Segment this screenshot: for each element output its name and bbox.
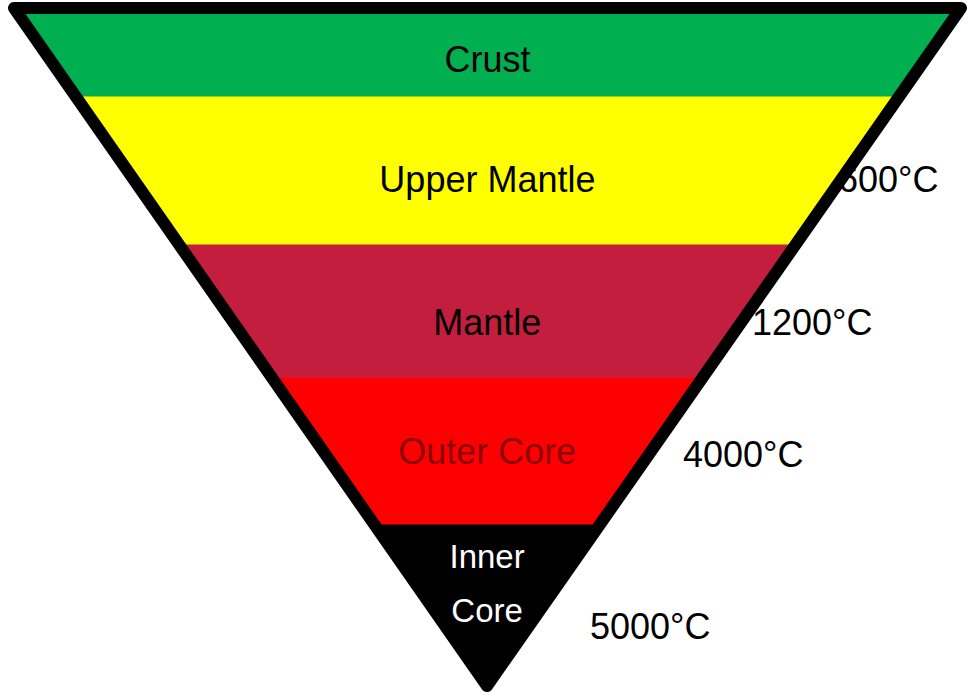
temperature-label: 1200°C: [752, 302, 872, 344]
outer-core-band: Outer Core: [272, 378, 702, 525]
inner-core-band: Inner Core: [375, 525, 600, 686]
label-holder: 600°C: [838, 0, 938, 201]
mantle-band: Mantle: [179, 245, 795, 378]
layer-name: Crust: [34, 39, 941, 81]
label-holder: 4000°C: [683, 0, 803, 476]
layer-name: Mantle: [199, 302, 775, 344]
layer-name: Outer Core: [292, 431, 682, 473]
upper-mantle-band: Upper Mantle: [76, 97, 899, 245]
temperature-label: 5000°C: [590, 606, 710, 648]
temperature-label: 4000°C: [683, 434, 803, 476]
crust-band: Crust: [14, 8, 961, 97]
label-holder: 5000°C: [590, 0, 710, 648]
temperature-label: 600°C: [838, 159, 938, 201]
layer-name: Inner Core: [427, 530, 547, 638]
layer-name: Upper Mantle: [96, 159, 879, 201]
